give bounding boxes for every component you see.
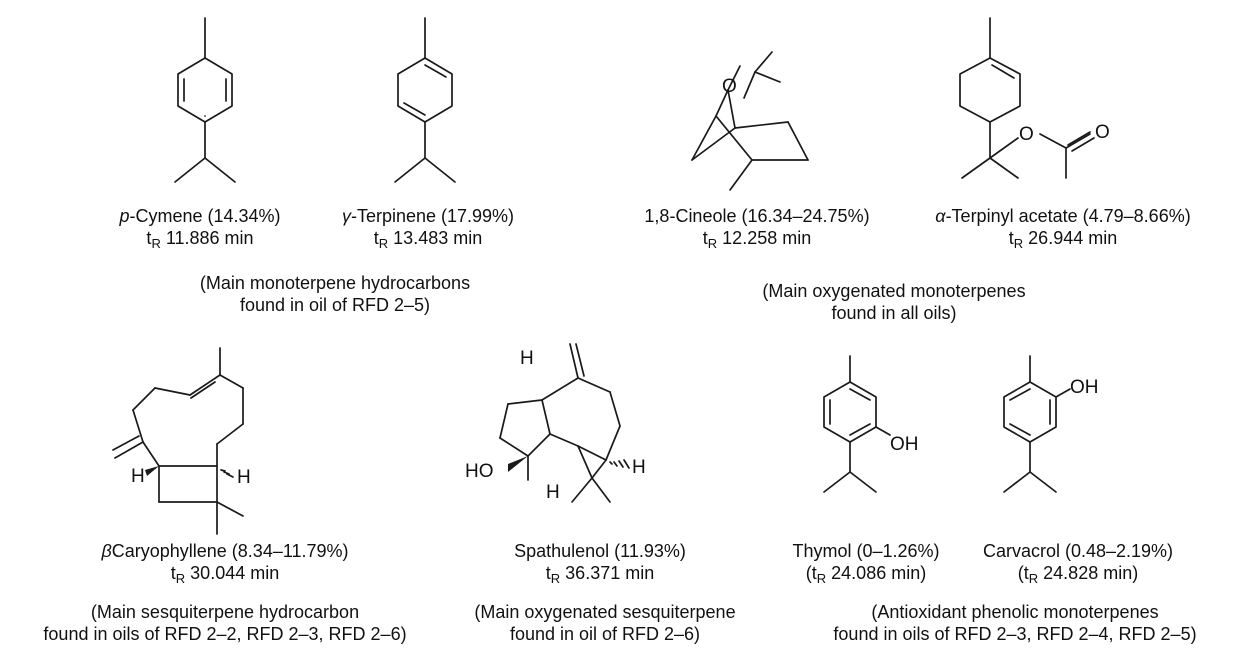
hydrogen-atom-bottom: H (546, 482, 560, 503)
ester-oxygen-atom: O (1019, 124, 1034, 145)
oxygen-atom: O (722, 76, 737, 97)
compound-caption-gamma-terpinene: γ-Terpinene (17.99%) tR 13.483 min (341, 206, 515, 251)
cineole-structure: O (691, 51, 809, 191)
compound-caption-terpinyl-acetate: α-Terpinyl acetate (4.79–8.66%) tR 26.94… (935, 206, 1191, 251)
compound-caption-spathulenol: Spathulenol (11.93%) tR 36.371 min (514, 541, 686, 586)
carvacrol-structure: OH (1003, 355, 1099, 493)
hydrogen-atom-right: H (632, 457, 646, 478)
compound-caption-p-cymene: p-Cymene (14.34%) tR 11.886 min (119, 206, 281, 251)
hydroxyl-group: HO (465, 461, 494, 482)
hydrogen-atom-right: H (237, 467, 251, 488)
thymol-structure: OH (823, 355, 919, 493)
hydrogen-atom-left: H (131, 466, 145, 487)
compound-caption-cineole: 1,8-Cineole (16.34–24.75%) tR 12.258 min (644, 206, 870, 251)
hydrogen-atom-top: H (520, 348, 534, 369)
p-cymene-structure (174, 17, 236, 183)
carbonyl-oxygen-atom: O (1095, 122, 1110, 143)
spathulenol-structure: H HO H H (465, 343, 646, 503)
compound-caption-thymol: Thymol (0–1.26%) (tR 24.086 min) (792, 541, 940, 586)
caryophyllene-structure: H H (112, 347, 251, 535)
hydroxyl-group: OH (890, 434, 919, 455)
gamma-terpinene-structure (394, 17, 456, 183)
compound-caption-caryophyllene: βCaryophyllene (8.34–11.79%) tR 30.044 m… (101, 541, 349, 586)
hydroxyl-group: OH (1070, 377, 1099, 398)
terpinyl-acetate-structure: O O (959, 17, 1110, 179)
compound-caption-carvacrol: Carvacrol (0.48–2.19%) (tR 24.828 min) (982, 541, 1174, 586)
